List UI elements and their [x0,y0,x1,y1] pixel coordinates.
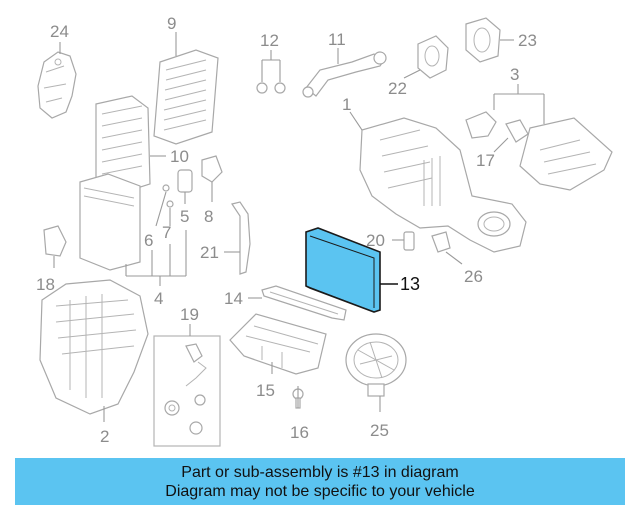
part-14: 14 [224,285,347,321]
info-banner: Part or sub-assembly is #13 in diagram D… [15,458,625,505]
part-21: 21 [200,201,251,275]
part-15: 15 [229,313,327,400]
callout-21: 21 [200,243,219,262]
part-3-assembly [519,117,613,191]
part-3: 3 [493,65,545,124]
part-12: 12 [256,31,286,94]
part-22: 22 [388,35,449,98]
part-24: 24 [37,22,77,119]
part-25: 25 [345,333,407,440]
callout-6: 6 [144,231,153,250]
part-18: 18 [36,225,67,294]
callout-8: 8 [204,207,213,226]
part-5: 5 [177,169,193,226]
callout-1: 1 [342,95,351,114]
part-16: 16 [290,386,309,442]
callout-2: 2 [100,427,109,446]
part-1: 1 [342,95,527,253]
part-10: 10 [95,95,189,197]
callout-22: 22 [388,79,407,98]
part-2: 2 [39,279,149,446]
callout-11: 11 [328,30,346,49]
callout-9: 9 [167,14,176,33]
callout-20: 20 [366,231,385,250]
parts-diagram: 24 9 12 11 22 23 [36,14,613,447]
banner-line-1: Part or sub-assembly is #13 in diagram [181,463,459,481]
part-6-7: 6 7 [144,184,174,250]
part-26: 26 [431,231,483,286]
callout-4: 4 [154,289,163,308]
callout-16: 16 [290,423,309,442]
part-11: 11 [302,30,387,98]
callout-12: 12 [260,31,279,50]
part-13-cabin-filter[interactable]: 13 [305,227,420,313]
callout-26: 26 [464,267,483,286]
callout-18: 18 [36,275,55,294]
callout-23: 23 [518,31,537,50]
callout-14: 14 [224,289,243,308]
part-20: 20 [366,231,415,251]
part-8: 8 [201,155,223,226]
callout-17: 17 [476,151,495,170]
banner-line-2: Diagram may not be specific to your vehi… [165,482,475,500]
callout-19: 19 [180,305,199,324]
part-17: 17 [465,111,529,170]
callout-5: 5 [180,207,189,226]
callout-10: 10 [170,147,189,166]
callout-13: 13 [400,274,420,294]
part-4: 4 [79,173,187,308]
part-23: 23 [465,17,537,63]
callout-24: 24 [50,22,69,41]
callout-3: 3 [510,65,519,84]
callout-7: 7 [162,223,171,242]
callout-15: 15 [256,381,275,400]
part-9: 9 [153,14,219,145]
part-19: 19 [153,305,221,447]
callout-25: 25 [370,421,389,440]
